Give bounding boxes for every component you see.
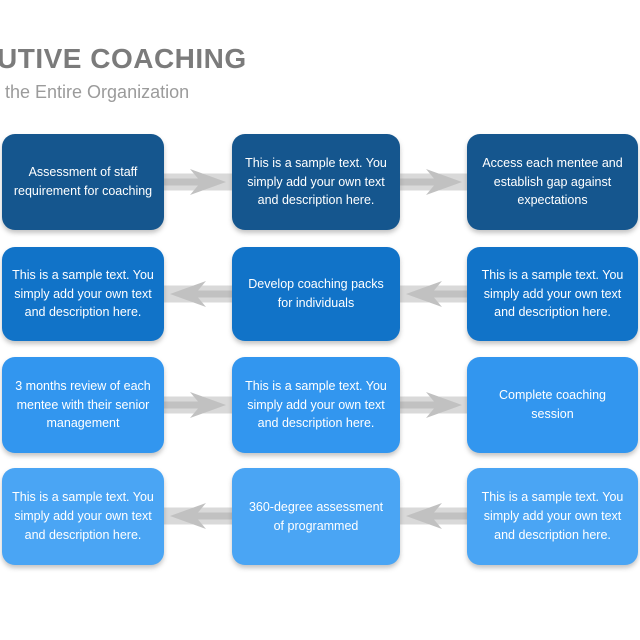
flow-step-text: This is a sample text. You simply add yo… — [245, 155, 387, 208]
flow-step-box: 360-degree assessment of programmed — [232, 468, 400, 565]
flow-step-box: This is a sample text. You simply add yo… — [2, 247, 164, 341]
slide-title: UTIVE COACHING — [0, 43, 247, 74]
flow-step-box: Develop coaching packs for individuals — [232, 247, 400, 341]
flow-step-box: This is a sample text. You simply add yo… — [232, 357, 400, 453]
flow-step-text: Assessment of staff requirement for coac… — [13, 165, 153, 198]
flow-step-box: This is a sample text. You simply add yo… — [467, 468, 638, 565]
flow-step-text: This is a sample text. You simply add yo… — [12, 490, 154, 542]
flow-step-text: 3 months review of each mentee with thei… — [15, 378, 151, 431]
flow-step-box: This is a sample text. You simply add yo… — [232, 134, 400, 230]
flow-step-box: Assessment of staff requirement for coac… — [2, 134, 164, 230]
slide-subtitle: the Entire Organization — [5, 82, 190, 102]
flow-step-text: 360-degree assessment of programmed — [248, 499, 384, 533]
flow-step-text: This is a sample text. You simply add yo… — [12, 267, 154, 320]
flow-step-text: Develop coaching packs for individuals — [248, 277, 384, 310]
flow-step-box: Access each mentee and establish gap aga… — [467, 134, 638, 230]
flow-step-box: Complete coaching session — [467, 357, 638, 453]
flow-step-text: Complete coaching session — [498, 388, 606, 421]
flow-step-box: This is a sample text. You simply add yo… — [467, 247, 638, 341]
flow-step-text: This is a sample text. You simply add yo… — [245, 378, 387, 431]
flow-step-text: This is a sample text. You simply add yo… — [481, 490, 624, 542]
flow-step-box: This is a sample text. You simply add yo… — [2, 468, 164, 565]
flow-step-box: 3 months review of each mentee with thei… — [2, 357, 164, 453]
flow-step-text: Access each mentee and establish gap aga… — [482, 155, 623, 208]
flow-step-text: This is a sample text. You simply add yo… — [481, 267, 624, 320]
